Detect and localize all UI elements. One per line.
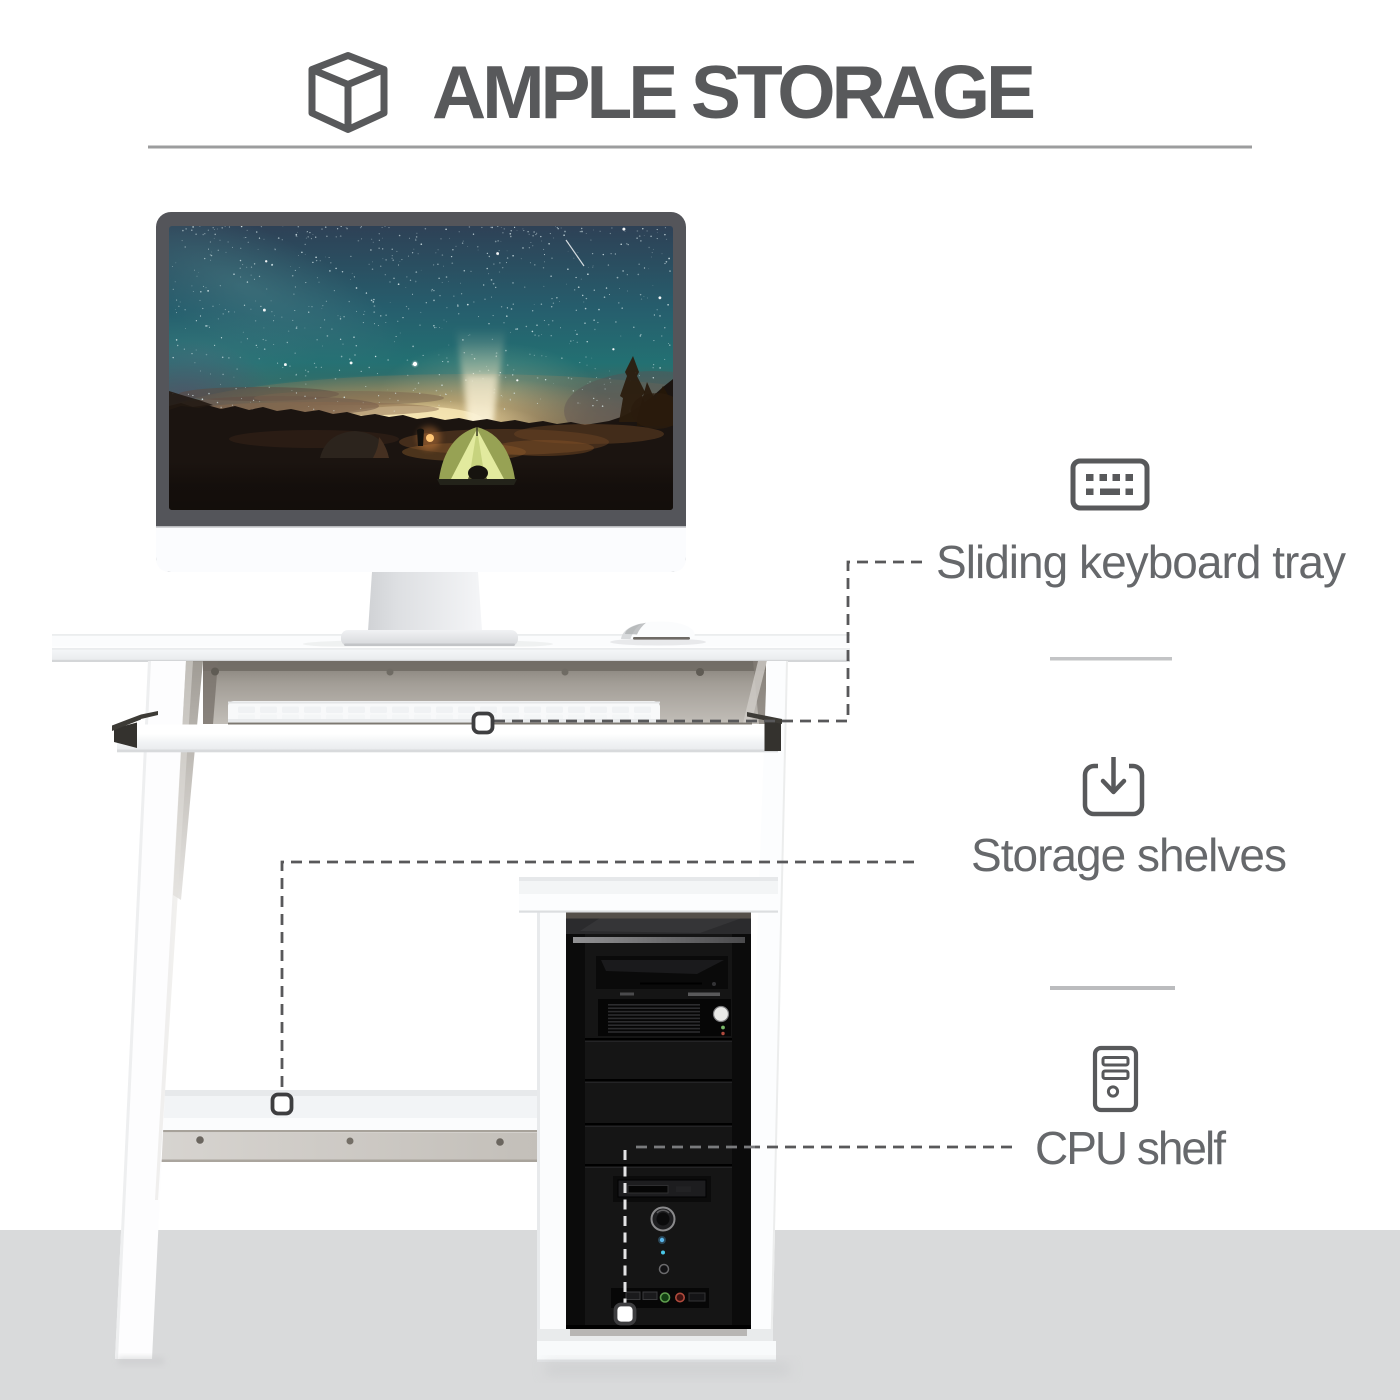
svg-text:CPU shelf: CPU shelf: [1035, 1122, 1226, 1174]
svg-text:AMPLE STORAGE: AMPLE STORAGE: [432, 50, 1036, 134]
svg-text:Storage shelves: Storage shelves: [971, 829, 1287, 881]
svg-text:Sliding keyboard tray: Sliding keyboard tray: [936, 536, 1346, 588]
